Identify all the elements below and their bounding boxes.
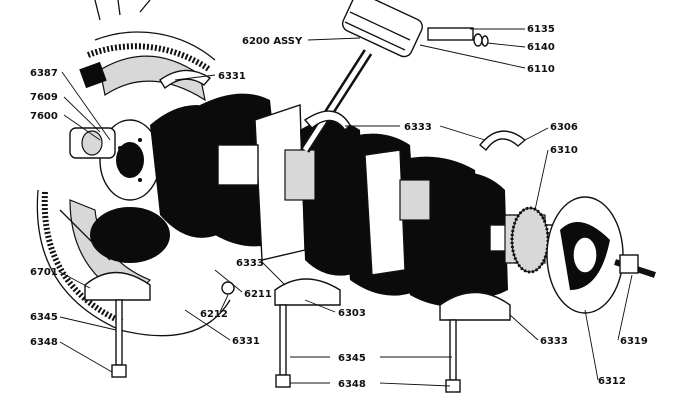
- label-6310: 6310: [550, 145, 578, 156]
- bearing-caps: [84, 271, 511, 321]
- leader-lines: [59, 28, 633, 387]
- timing-gear-pulley: [510, 196, 656, 314]
- label-6387: 6387: [30, 68, 58, 79]
- label-6140: 6140: [527, 42, 555, 53]
- piston-rod-assembly: [300, 0, 489, 153]
- label-6345-center: 6345: [338, 353, 366, 364]
- label-6306: 6306: [550, 122, 578, 133]
- label-6333-upper: 6333: [404, 122, 432, 133]
- cap-bolts: [111, 299, 461, 393]
- label-6331-upper: 6331: [218, 71, 246, 82]
- crankshaft: [150, 93, 611, 307]
- label-6135: 6135: [527, 24, 555, 35]
- part-6212-nut: [221, 281, 235, 295]
- label-6701: 6701: [30, 267, 58, 278]
- label-6333-right: 6333: [540, 336, 568, 347]
- flywheel-upper: [79, 0, 216, 102]
- label-7609: 7609: [30, 92, 58, 103]
- label-6348-center: 6348: [338, 379, 366, 390]
- label-6333-mid: 6333: [236, 258, 264, 269]
- label-7600: 7600: [30, 111, 58, 122]
- label-6312: 6312: [598, 376, 626, 387]
- label-6211: 6211: [244, 289, 272, 300]
- label-6331-lower: 6331: [232, 336, 260, 347]
- crank-hub: [69, 119, 161, 201]
- label-6348-left: 6348: [30, 337, 58, 348]
- label-6345-left: 6345: [30, 312, 58, 323]
- upper-bearings: [159, 69, 527, 152]
- label-6212: 6212: [200, 309, 228, 320]
- label-6200-assy: 6200 ASSY: [242, 36, 303, 47]
- label-6319: 6319: [620, 336, 648, 347]
- part-labels: 6135 6200 ASSY 6140 6110 6387 6331 7609 …: [30, 24, 648, 390]
- label-6110: 6110: [527, 64, 555, 75]
- label-6303: 6303: [338, 308, 366, 319]
